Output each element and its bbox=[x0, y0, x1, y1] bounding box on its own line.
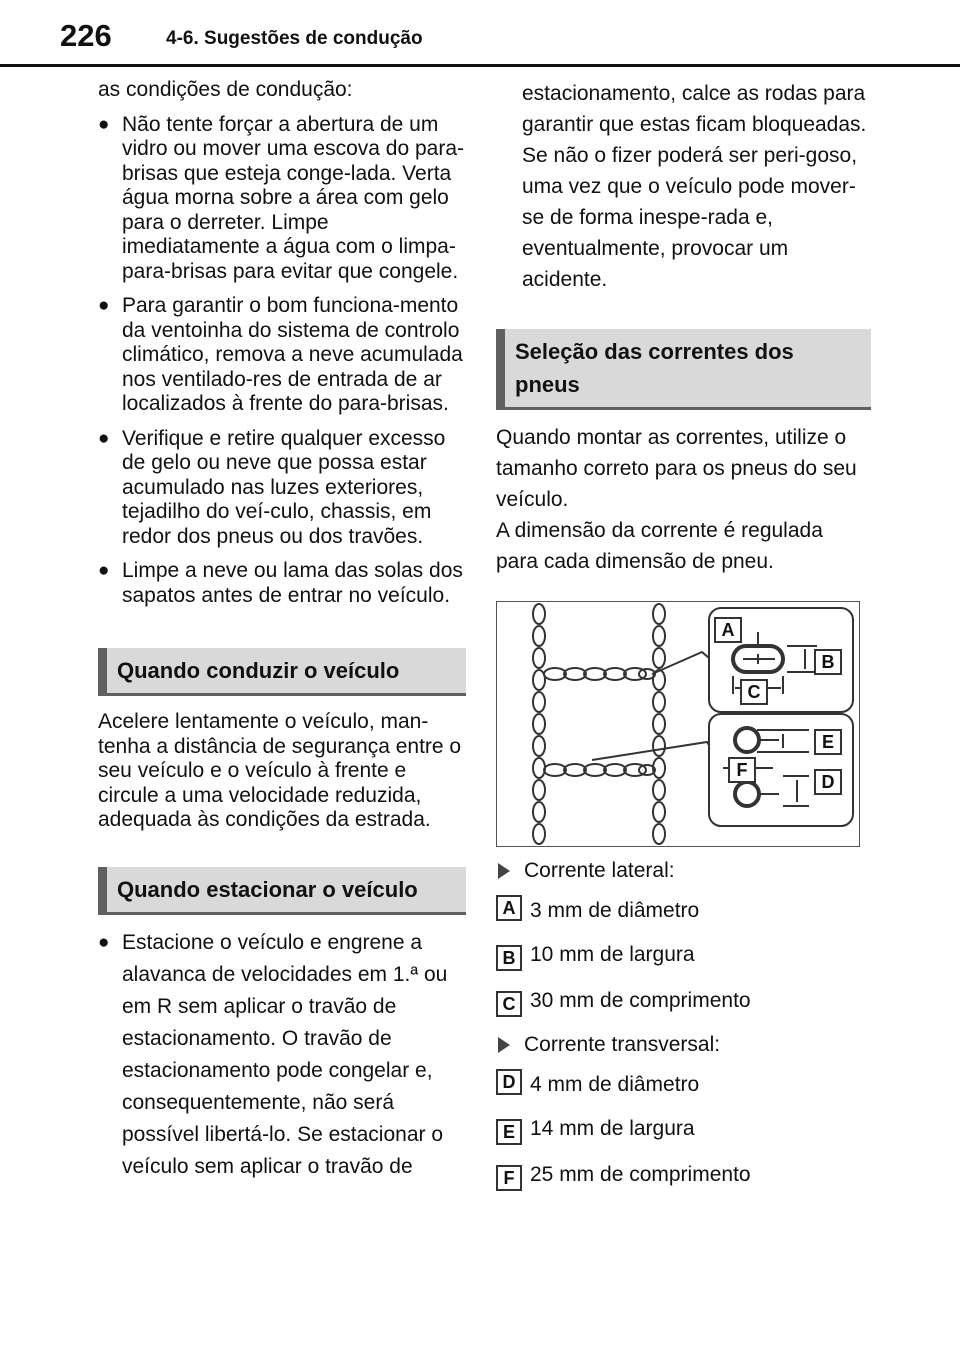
bullet-item: ● Para garantir o bom funciona-mento da … bbox=[98, 294, 463, 415]
cross-chain-upper bbox=[543, 667, 656, 681]
cross-chain-title: Corrente transversal: bbox=[496, 1031, 868, 1059]
figure-label-b: B bbox=[822, 652, 835, 672]
spec-label-box: B bbox=[496, 945, 522, 971]
side-chain-title: Corrente lateral: bbox=[496, 857, 868, 885]
header-rule bbox=[0, 64, 960, 67]
bullet-dot-icon: ● bbox=[98, 931, 110, 953]
spec-label-box: E bbox=[496, 1119, 522, 1145]
spec-label-box: D bbox=[496, 1069, 522, 1095]
heading-parking: Quando estacionar o veículo bbox=[98, 866, 466, 915]
chains-text: Quando montar as correntes, utilize o ta… bbox=[496, 426, 857, 511]
right-column: estacionamento, calce as rodas para gara… bbox=[496, 78, 871, 1191]
triangle-bullet-icon bbox=[498, 1037, 510, 1053]
spec-label-box: A bbox=[496, 895, 522, 921]
bullet-dot-icon: ● bbox=[98, 560, 110, 581]
vertical-chain-left bbox=[532, 603, 546, 845]
parking-continuation: estacionamento, calce as rodas para gara… bbox=[522, 82, 867, 136]
page-number: 226 bbox=[60, 18, 112, 53]
bullet-item: ● Verifique e retire qualquer excesso de… bbox=[98, 426, 446, 548]
vertical-chain-right bbox=[652, 603, 666, 845]
figure-label-f: F bbox=[737, 760, 748, 780]
spec-item: A 3 mm de diâmetro bbox=[496, 885, 868, 925]
bullet-item: ● Estacione o veículo e engrene a alavan… bbox=[98, 927, 466, 1183]
figure-label-c: C bbox=[748, 682, 761, 702]
spec-label-box: F bbox=[496, 1165, 522, 1191]
spec-item: B 10 mm de largura bbox=[496, 935, 868, 971]
tire-chain-illustration: A B C E F D bbox=[532, 603, 854, 845]
spec-label-box: C bbox=[496, 991, 522, 1017]
driving-text: Acelere lentamente o veículo, man-tenha … bbox=[98, 710, 462, 831]
left-column: as condições de condução: ● Não tente fo… bbox=[98, 78, 466, 1183]
spec-item: D 4 mm de diâmetro bbox=[496, 1059, 868, 1099]
warning-text: Se não o fizer poderá ser peri-goso, uma… bbox=[522, 144, 858, 291]
chains-text: A dimensão da corrente é regulada para c… bbox=[496, 519, 823, 573]
bullet-dot-icon: ● bbox=[98, 295, 110, 316]
page-header: 226 4-6. Sugestões de condução bbox=[0, 0, 960, 68]
figure-label-e: E bbox=[822, 732, 834, 752]
heading-chains: Seleção das correntes dos pneus bbox=[496, 329, 871, 410]
section-title: 4-6. Sugestões de condução bbox=[166, 28, 423, 49]
spec-item: E 14 mm de largura bbox=[496, 1109, 868, 1145]
bullet-dot-icon: ● bbox=[98, 113, 110, 135]
bullet-item: ● Não tente forçar a abertura de um vidr… bbox=[98, 112, 464, 283]
cross-chain-lower bbox=[543, 763, 656, 777]
bullet-dot-icon: ● bbox=[98, 427, 110, 449]
spec-item: F 25 mm de comprimento bbox=[496, 1155, 868, 1191]
figure-label-d: D bbox=[822, 772, 835, 792]
tire-chain-diagram: A B C E F D bbox=[496, 601, 860, 847]
spec-item: C 30 mm de comprimento bbox=[496, 981, 868, 1017]
intro-text: as condições de condução: bbox=[98, 78, 353, 101]
bullet-item: ● Limpe a neve ou lama das solas dos sap… bbox=[98, 559, 463, 607]
triangle-bullet-icon bbox=[498, 863, 510, 879]
figure-label-a: A bbox=[722, 620, 735, 640]
heading-driving: Quando conduzir o veículo bbox=[98, 648, 466, 696]
